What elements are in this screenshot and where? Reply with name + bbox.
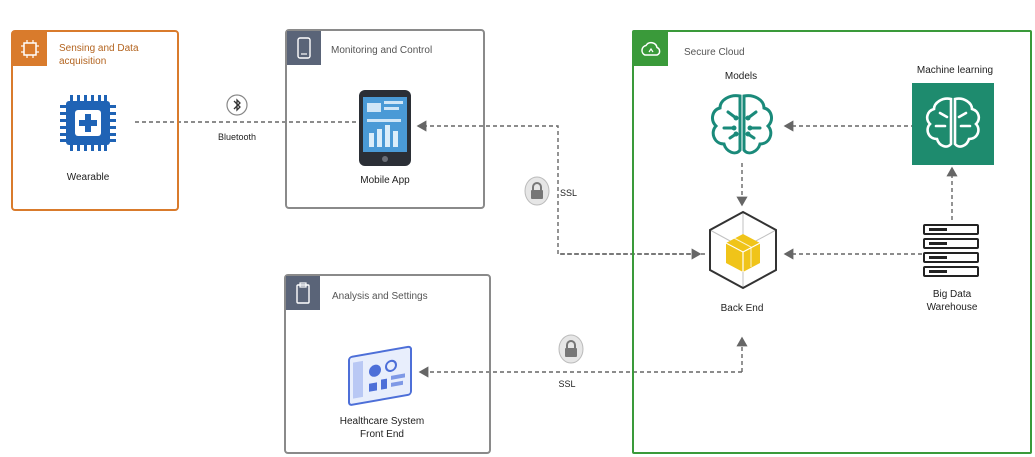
healthcare-label-line2: Front End bbox=[360, 429, 404, 440]
mobile-phone-icon bbox=[357, 89, 413, 172]
wearable-label: Wearable bbox=[66, 172, 110, 183]
mobile-app-label: Mobile App bbox=[360, 175, 410, 186]
group-title-analysis: Analysis and Settings bbox=[332, 291, 428, 302]
clipboard-group-icon bbox=[286, 276, 320, 310]
big-data-label-line1: Big Data bbox=[932, 289, 972, 300]
analysis-group: Analysis and Settings bbox=[284, 274, 491, 454]
cloud-group-icon bbox=[634, 32, 668, 66]
healthcare-label-line1: Healthcare System bbox=[339, 416, 425, 427]
backend-cube-icon bbox=[704, 208, 782, 297]
dashboard-icon bbox=[345, 340, 417, 411]
cloud-group: Secure Cloud bbox=[632, 30, 1032, 454]
brain-icon bbox=[706, 88, 778, 165]
group-title-sensing: Sensing and Data acquisition bbox=[59, 43, 139, 67]
big-data-label-line2: Warehouse bbox=[926, 302, 978, 313]
server-rack-icon bbox=[920, 222, 982, 287]
models-label: Models bbox=[724, 71, 758, 82]
machine-learning-icon bbox=[912, 83, 994, 170]
wearable-chip-icon bbox=[58, 93, 118, 158]
lock-icon-bottom bbox=[558, 334, 584, 369]
bluetooth-label: Bluetooth bbox=[217, 132, 257, 142]
monitoring-group: Monitoring and Control bbox=[285, 29, 485, 209]
sensing-group: Sensing and Data acquisition bbox=[11, 30, 179, 211]
bluetooth-icon bbox=[226, 94, 248, 121]
group-title-monitoring: Monitoring and Control bbox=[331, 45, 433, 56]
lock-icon-top bbox=[524, 176, 550, 211]
machine-learning-label: Machine learning bbox=[916, 65, 994, 76]
backend-label: Back End bbox=[720, 303, 764, 314]
mobile-group-icon bbox=[287, 31, 321, 65]
chip-group-icon bbox=[13, 32, 47, 66]
group-title-cloud: Secure Cloud bbox=[684, 47, 745, 58]
ssl-label-bottom: SSL bbox=[558, 379, 576, 389]
ssl-label-top: SSL bbox=[560, 188, 578, 198]
